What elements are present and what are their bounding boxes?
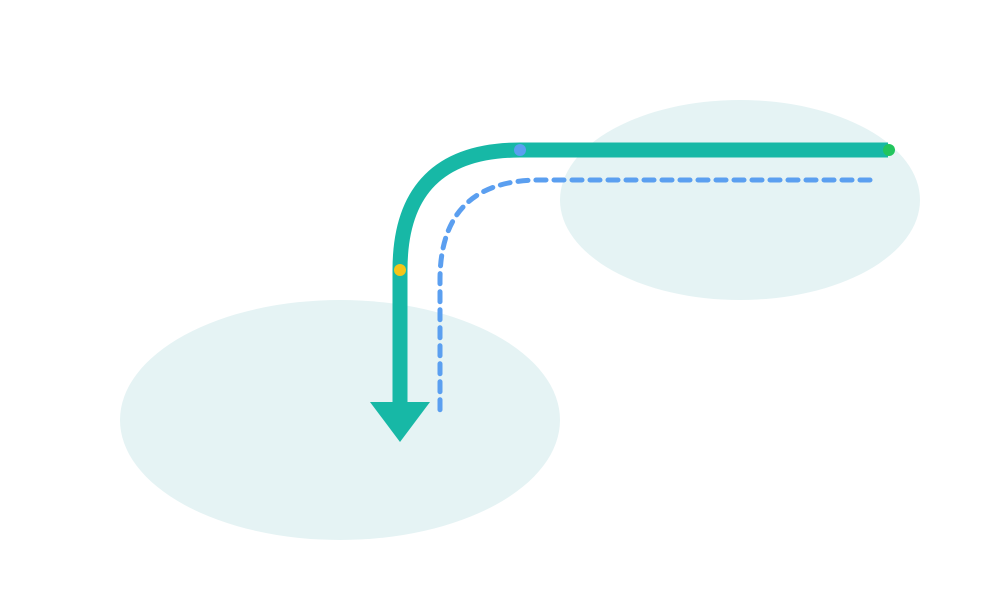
source-zone: [560, 100, 920, 300]
primary-path-arrowhead: [370, 402, 430, 442]
curve-start-marker: [514, 144, 526, 156]
secondary-path: [437, 177, 873, 413]
destination-zone: [120, 300, 560, 540]
primary-path: [392, 142, 888, 405]
start-marker: [883, 144, 895, 156]
curve-end-marker: [394, 264, 406, 276]
